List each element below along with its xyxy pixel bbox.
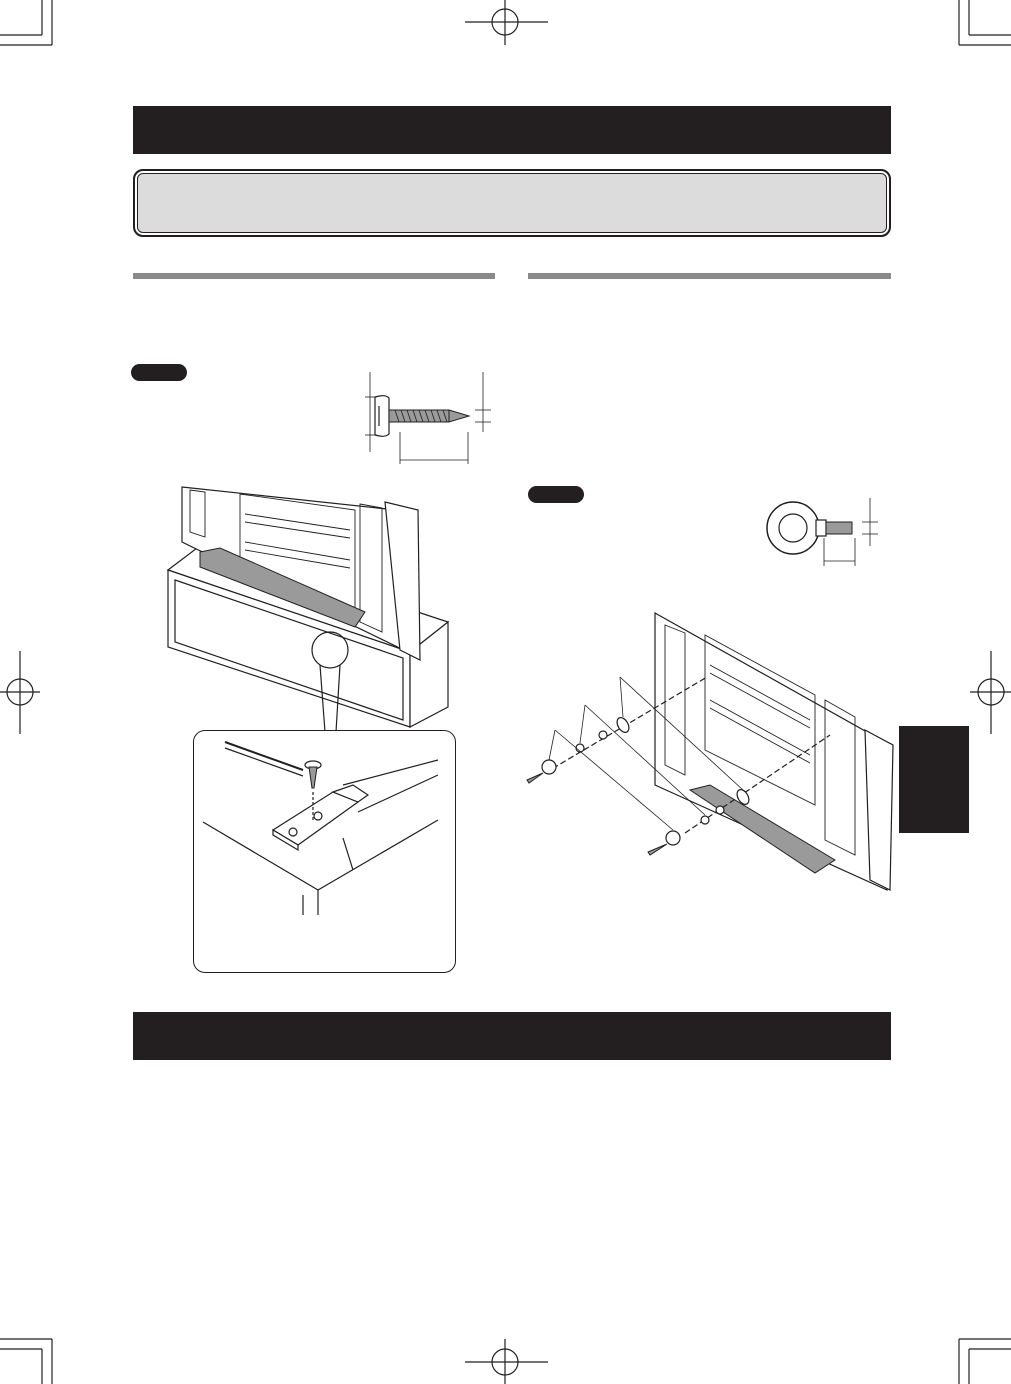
left-note-pill bbox=[131, 364, 187, 381]
leader-lines bbox=[548, 676, 744, 831]
side-tab bbox=[899, 726, 969, 833]
bracket-detail-callout bbox=[193, 730, 456, 973]
display-rear bbox=[654, 611, 891, 891]
bracket-detail-drawing bbox=[202, 741, 439, 915]
title-bar-bottom bbox=[133, 1012, 891, 1060]
wood-screw-dimension bbox=[365, 372, 491, 464]
eye-bolt-dimension bbox=[766, 498, 878, 566]
eye-screw-bottom bbox=[647, 789, 750, 856]
table-edge bbox=[202, 819, 439, 891]
detail-screw-icon bbox=[304, 760, 322, 820]
stand-mounting-illustration bbox=[166, 486, 450, 733]
right-note-pill bbox=[528, 486, 584, 503]
subtitle-box bbox=[133, 169, 891, 237]
eye-screw-top bbox=[526, 717, 630, 784]
left-section-rule bbox=[133, 273, 495, 279]
right-section-rule bbox=[528, 273, 891, 279]
screw-icon bbox=[374, 395, 471, 437]
rear-bracket bbox=[688, 784, 836, 874]
callout-circle bbox=[311, 631, 349, 669]
stand-bracket bbox=[199, 547, 366, 628]
wire-fastening-illustration bbox=[526, 611, 894, 891]
title-bar-top bbox=[133, 106, 891, 154]
dimension-lines bbox=[365, 372, 491, 464]
display-back-detail bbox=[189, 489, 383, 633]
eye-bolt-icon bbox=[766, 501, 853, 555]
